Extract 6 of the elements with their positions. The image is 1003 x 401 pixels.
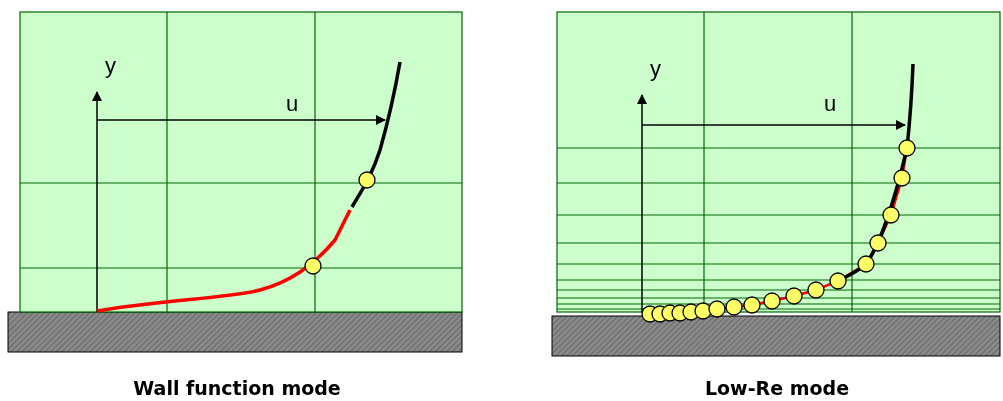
axis-label: y <box>105 54 116 78</box>
caption: Low-Re mode <box>704 377 850 399</box>
axis-label: u <box>824 92 837 116</box>
caption: Wall function mode <box>133 377 341 399</box>
axis-label: y <box>650 57 661 81</box>
axis-label: u <box>286 92 299 116</box>
